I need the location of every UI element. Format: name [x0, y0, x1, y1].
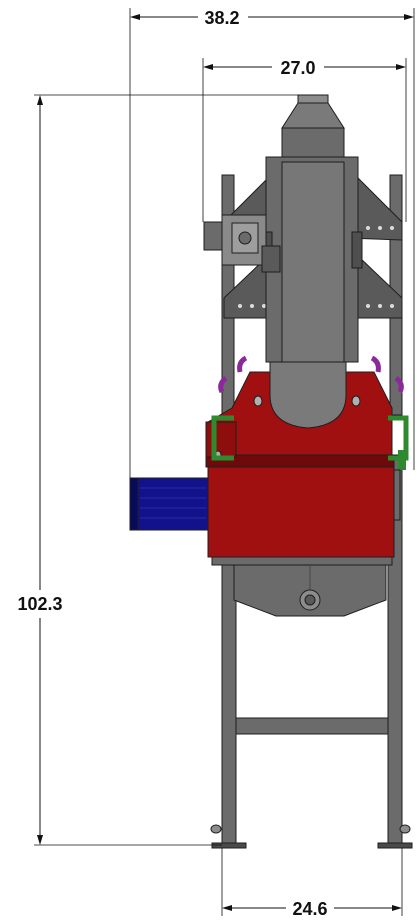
side-handles	[211, 415, 409, 470]
dim-upper-frame-width-label: 27.0	[280, 58, 315, 78]
dim-overall-height: 102.3	[17, 94, 298, 846]
red-housing	[205, 361, 395, 468]
blue-drive-motor	[129, 477, 209, 531]
dimension-annotations: 38.2 27.0 102.3	[17, 8, 415, 919]
left-handle	[211, 415, 234, 461]
column-right-clamp-upper	[351, 231, 363, 269]
left-leveling-foot	[210, 824, 222, 834]
leg-crossbar	[235, 717, 389, 735]
right-leveling-foot	[399, 824, 411, 834]
top-inlet-flange	[297, 94, 329, 104]
housing-bolt-right	[351, 395, 361, 407]
red-housing-right-bracket	[393, 469, 401, 521]
purple-fittings	[218, 355, 404, 394]
machine-assembly	[129, 94, 413, 849]
dim-upper-frame-width: 27.0	[202, 58, 407, 222]
left-foot-plate	[211, 842, 247, 849]
blue-motor-end-cap	[129, 477, 139, 531]
right-foot-plate	[377, 842, 413, 849]
dim-base-width-label: 24.6	[292, 899, 327, 919]
dim-overall-height-label: 102.3	[17, 594, 62, 614]
gear-motor-end-cap	[203, 221, 223, 251]
right-handle	[388, 415, 409, 461]
red-housing-mid-section	[207, 466, 395, 558]
upper-hopper	[281, 127, 345, 159]
side-gear-motor	[203, 214, 281, 273]
dim-overall-width: 38.2	[129, 8, 415, 478]
red-housing-left-panel	[205, 421, 237, 458]
chute-elbow	[269, 361, 347, 429]
hopper-outlet-inner	[304, 594, 316, 606]
housing-base-rail	[211, 556, 393, 566]
gear-motor-shaft	[238, 231, 252, 245]
main-column-inner-tube	[281, 161, 345, 363]
dim-overall-width-label: 38.2	[204, 8, 239, 28]
dim-base-width: 24.6	[221, 848, 403, 919]
blue-motor-body	[129, 477, 209, 531]
gear-motor-mount	[261, 245, 281, 273]
right-handle-bracket	[398, 450, 406, 470]
inlet-cone	[281, 102, 345, 129]
housing-bolt-left	[253, 395, 263, 407]
